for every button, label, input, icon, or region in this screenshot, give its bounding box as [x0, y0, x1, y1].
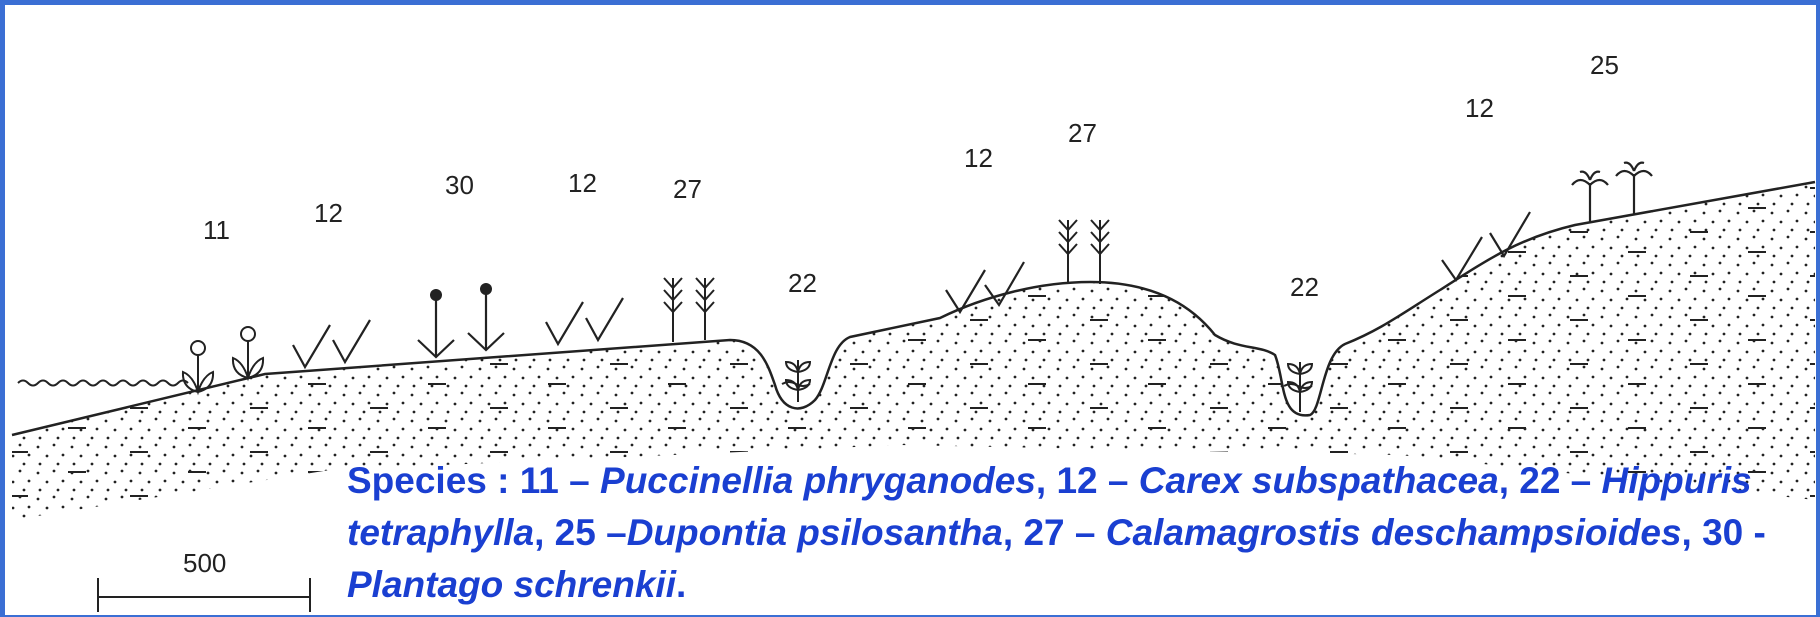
species-label-12: 12: [314, 198, 343, 228]
symbol-30-plantago: [418, 290, 504, 357]
scale-bar: [98, 578, 310, 612]
legend-lead: Species : 11 –: [347, 460, 600, 501]
legend-species-name: Carex subspathacea: [1139, 460, 1499, 501]
water-waves: [18, 381, 188, 386]
legend-separator: , 30 -: [1682, 512, 1766, 553]
legend-separator: , 12 –: [1036, 460, 1139, 501]
species-label-25: 25: [1590, 50, 1619, 80]
species-label-30: 30: [445, 170, 474, 200]
species-label-27: 27: [1068, 118, 1097, 148]
species-label-12: 12: [568, 168, 597, 198]
species-label-11: 11: [203, 215, 230, 245]
legend-species-name: Puccinellia phryganodes: [600, 460, 1036, 501]
species-label-22: 22: [788, 268, 817, 298]
legend-separator: .: [676, 564, 686, 605]
scale-bar-label: 500: [183, 548, 226, 578]
legend-species-name: Dupontia psilosantha: [627, 512, 1003, 553]
legend-separator: , 27 –: [1003, 512, 1106, 553]
species-label-12: 12: [964, 143, 993, 173]
species-label-27: 27: [673, 174, 702, 204]
legend-species-name: Plantago schrenkii: [347, 564, 676, 605]
legend-separator: , 22 –: [1499, 460, 1602, 501]
legend-separator: , 25 –: [534, 512, 627, 553]
legend-species-name: Calamagrostis deschampsioides: [1106, 512, 1682, 553]
species-legend: Species : 11 – Puccinellia phryganodes, …: [347, 455, 1787, 611]
species-label-22: 22: [1290, 272, 1319, 302]
species-label-12: 12: [1465, 93, 1494, 123]
